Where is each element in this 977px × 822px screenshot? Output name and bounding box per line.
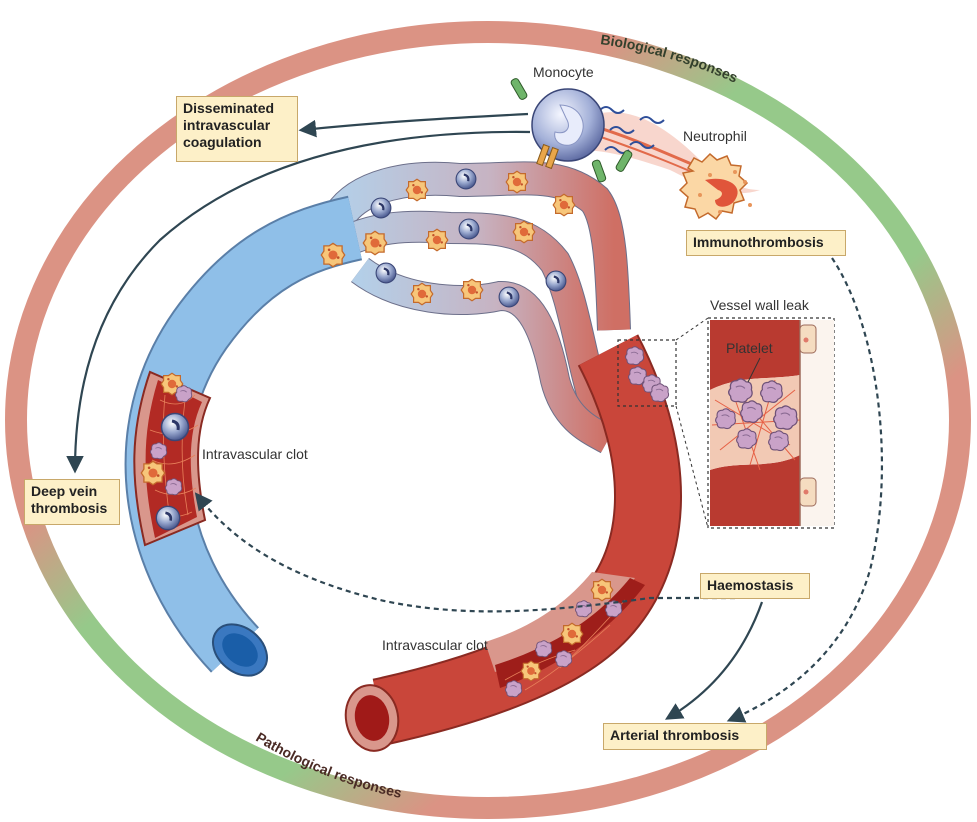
box-haemostasis: Haemostasis xyxy=(700,573,810,599)
label-vessel-wall-leak: Vessel wall leak xyxy=(710,297,809,313)
capillary-network xyxy=(321,161,631,454)
box-immunothrombosis: Immunothrombosis xyxy=(686,230,846,256)
label-clot-vein: Intravascular clot xyxy=(202,446,308,462)
label-monocyte: Monocyte xyxy=(533,64,594,80)
label-neutrophil: Neutrophil xyxy=(683,128,747,144)
leak-highlight-box xyxy=(617,339,677,407)
artery-clot-cutaway xyxy=(344,572,645,752)
immune-cells xyxy=(510,78,760,221)
arrows xyxy=(66,112,884,723)
box-dic: Disseminated intravascular coagulation xyxy=(176,96,298,162)
response-ring xyxy=(5,21,971,819)
box-dvt: Deep vein thrombosis xyxy=(24,479,120,525)
vein-clot-cutaway xyxy=(133,370,268,677)
label-clot-artery: Intravascular clot xyxy=(382,637,488,653)
label-platelet: Platelet xyxy=(726,340,773,356)
box-arterial-thrombosis: Arterial thrombosis xyxy=(603,723,767,750)
vessel-wall-leak-inset xyxy=(707,317,835,529)
